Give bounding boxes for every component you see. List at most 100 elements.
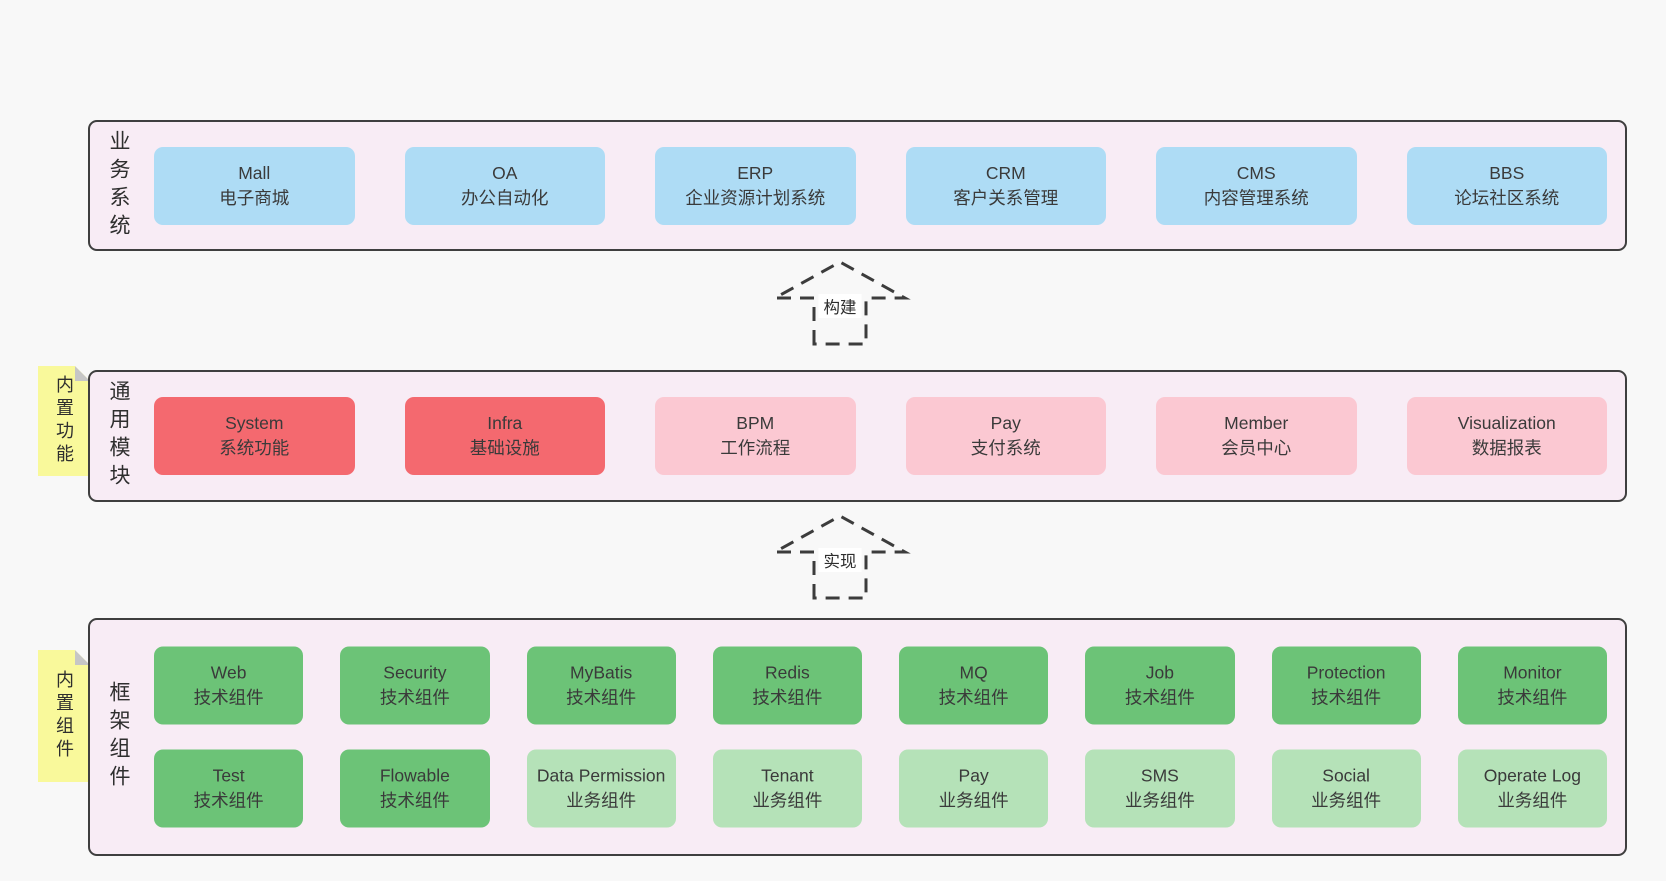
box-title: Monitor xyxy=(1503,662,1562,683)
builtin-components-tag: 内置组件 xyxy=(38,650,90,782)
box-title: Test xyxy=(212,765,245,786)
component-box-mq: MQ 技术组件 xyxy=(899,646,1049,725)
box-subtitle: 技术组件 xyxy=(752,687,823,708)
framework-components-panel: 框架组件 Web 技术组件 Security 技术组件 MyBatis 技术组件… xyxy=(88,618,1627,856)
component-box-redis: Redis 技术组件 xyxy=(712,646,862,725)
component-box-mybatis: MyBatis 技术组件 xyxy=(526,646,676,725)
box-subtitle: 办公自动化 xyxy=(461,187,549,208)
box-subtitle: 业务组件 xyxy=(1311,790,1382,811)
box-subtitle: 业务组件 xyxy=(1124,790,1195,811)
box-title: Infra xyxy=(487,413,523,433)
component-box-social: Social 业务组件 xyxy=(1271,749,1421,828)
box-title: BPM xyxy=(736,413,775,433)
box-subtitle: 技术组件 xyxy=(379,687,450,708)
box-title: OA xyxy=(492,162,518,183)
business-rows: Mall 电子商城 OA 办公自动化 ERP 企业资源计划系统 CRM 客户关系… xyxy=(154,146,1607,225)
box-subtitle: 技术组件 xyxy=(938,687,1009,708)
box-title: Web xyxy=(210,662,247,683)
module-box-infra: Infra 基础设施 xyxy=(404,397,605,475)
common-modules-panel: 通用模块 System 系统功能 Infra 基础设施 BPM 工作流程 Pay… xyxy=(88,370,1627,502)
box-title: Pay xyxy=(958,765,989,786)
box-subtitle: 技术组件 xyxy=(379,790,450,811)
box-title: Tenant xyxy=(761,765,814,786)
component-box-flowable: Flowable 技术组件 xyxy=(340,749,490,828)
box-subtitle: 技术组件 xyxy=(193,687,264,708)
component-box-job: Job 技术组件 xyxy=(1085,646,1235,725)
box-subtitle: 企业资源计划系统 xyxy=(685,187,826,208)
box-title: BBS xyxy=(1489,162,1525,183)
implement-arrow: 实现 xyxy=(765,510,915,602)
box-subtitle: 技术组件 xyxy=(193,790,264,811)
components-panel-label: 框架组件 xyxy=(107,681,130,793)
box-title: Flowable xyxy=(379,765,450,786)
box-title: Visualization xyxy=(1457,413,1556,433)
box-title: Redis xyxy=(765,662,810,683)
component-box-tenant: Tenant 业务组件 xyxy=(712,749,862,828)
box-subtitle: 会员中心 xyxy=(1221,438,1292,458)
components-rows: Web 技术组件 Security 技术组件 MyBatis 技术组件 Redi… xyxy=(154,646,1607,828)
box-subtitle: 技术组件 xyxy=(1124,687,1195,708)
build-arrow: 构建 xyxy=(765,256,915,348)
module-box-member: Member 会员中心 xyxy=(1156,397,1357,475)
builtin-functions-tag-label: 内置功能 xyxy=(54,375,74,467)
box-subtitle: 技术组件 xyxy=(1497,687,1568,708)
up-arrow-dashed-icon xyxy=(769,514,911,600)
business-panel-label: 业务系统 xyxy=(107,129,130,242)
box-subtitle: 内容管理系统 xyxy=(1203,187,1309,208)
box-title: Member xyxy=(1224,413,1289,433)
business-systems-panel: 业务系统 Mall 电子商城 OA 办公自动化 ERP 企业资源计划系统 CRM… xyxy=(88,120,1627,251)
modules-rows: System 系统功能 Infra 基础设施 BPM 工作流程 Pay 支付系统… xyxy=(154,397,1607,475)
business-box-oa: OA 办公自动化 xyxy=(404,146,605,225)
business-box-erp: ERP 企业资源计划系统 xyxy=(655,146,856,225)
box-title: System xyxy=(225,413,284,433)
box-subtitle: 工作流程 xyxy=(720,438,791,458)
box-subtitle: 系统功能 xyxy=(219,438,290,458)
box-subtitle: 业务组件 xyxy=(938,790,1009,811)
box-subtitle: 技术组件 xyxy=(1311,687,1382,708)
implement-arrow-label: 实现 xyxy=(818,548,862,572)
modules-row: System 系统功能 Infra 基础设施 BPM 工作流程 Pay 支付系统… xyxy=(154,397,1607,475)
build-arrow-label: 构建 xyxy=(818,294,862,318)
business-box-mall: Mall 电子商城 xyxy=(154,146,355,225)
up-arrow-dashed-icon xyxy=(769,260,911,346)
box-subtitle: 支付系统 xyxy=(970,438,1041,458)
box-title: Pay xyxy=(990,413,1021,433)
component-box-pay: Pay 业务组件 xyxy=(899,749,1049,828)
box-title: CMS xyxy=(1236,162,1276,183)
box-subtitle: 技术组件 xyxy=(566,687,637,708)
box-title: CRM xyxy=(985,162,1026,183)
component-box-operate-log: Operate Log 业务组件 xyxy=(1457,749,1607,828)
component-box-web: Web 技术组件 xyxy=(154,646,304,725)
modules-panel-label: 通用模块 xyxy=(107,380,130,492)
component-box-sms: SMS 业务组件 xyxy=(1085,749,1235,828)
component-box-data-permission: Data Permission 业务组件 xyxy=(526,749,676,828)
module-box-pay: Pay 支付系统 xyxy=(905,397,1106,475)
box-title: SMS xyxy=(1140,765,1179,786)
box-title: Protection xyxy=(1306,662,1386,683)
box-subtitle: 论坛社区系统 xyxy=(1454,187,1560,208)
components-row-2: Test 技术组件 Flowable 技术组件 Data Permission … xyxy=(154,749,1607,828)
component-box-test: Test 技术组件 xyxy=(154,749,304,828)
box-title: Data Permission xyxy=(536,765,666,786)
business-box-crm: CRM 客户关系管理 xyxy=(905,146,1106,225)
box-title: Social xyxy=(1322,765,1370,786)
box-title: MyBatis xyxy=(570,662,633,683)
box-title: Security xyxy=(383,662,447,683)
box-title: ERP xyxy=(737,162,774,183)
builtin-functions-tag: 内置功能 xyxy=(38,366,90,476)
components-row-1: Web 技术组件 Security 技术组件 MyBatis 技术组件 Redi… xyxy=(154,646,1607,725)
module-box-system: System 系统功能 xyxy=(154,397,355,475)
box-subtitle: 业务组件 xyxy=(1497,790,1568,811)
box-title: Mall xyxy=(238,162,271,183)
component-box-protection: Protection 技术组件 xyxy=(1271,646,1421,725)
module-box-bpm: BPM 工作流程 xyxy=(655,397,856,475)
box-title: MQ xyxy=(959,662,988,683)
box-subtitle: 客户关系管理 xyxy=(953,187,1059,208)
builtin-components-tag-label: 内置组件 xyxy=(54,670,74,762)
component-box-security: Security 技术组件 xyxy=(340,646,490,725)
box-title: Job xyxy=(1145,662,1174,683)
business-box-bbs: BBS 论坛社区系统 xyxy=(1406,146,1607,225)
component-box-monitor: Monitor 技术组件 xyxy=(1457,646,1607,725)
box-subtitle: 数据报表 xyxy=(1471,438,1542,458)
box-subtitle: 业务组件 xyxy=(752,790,823,811)
